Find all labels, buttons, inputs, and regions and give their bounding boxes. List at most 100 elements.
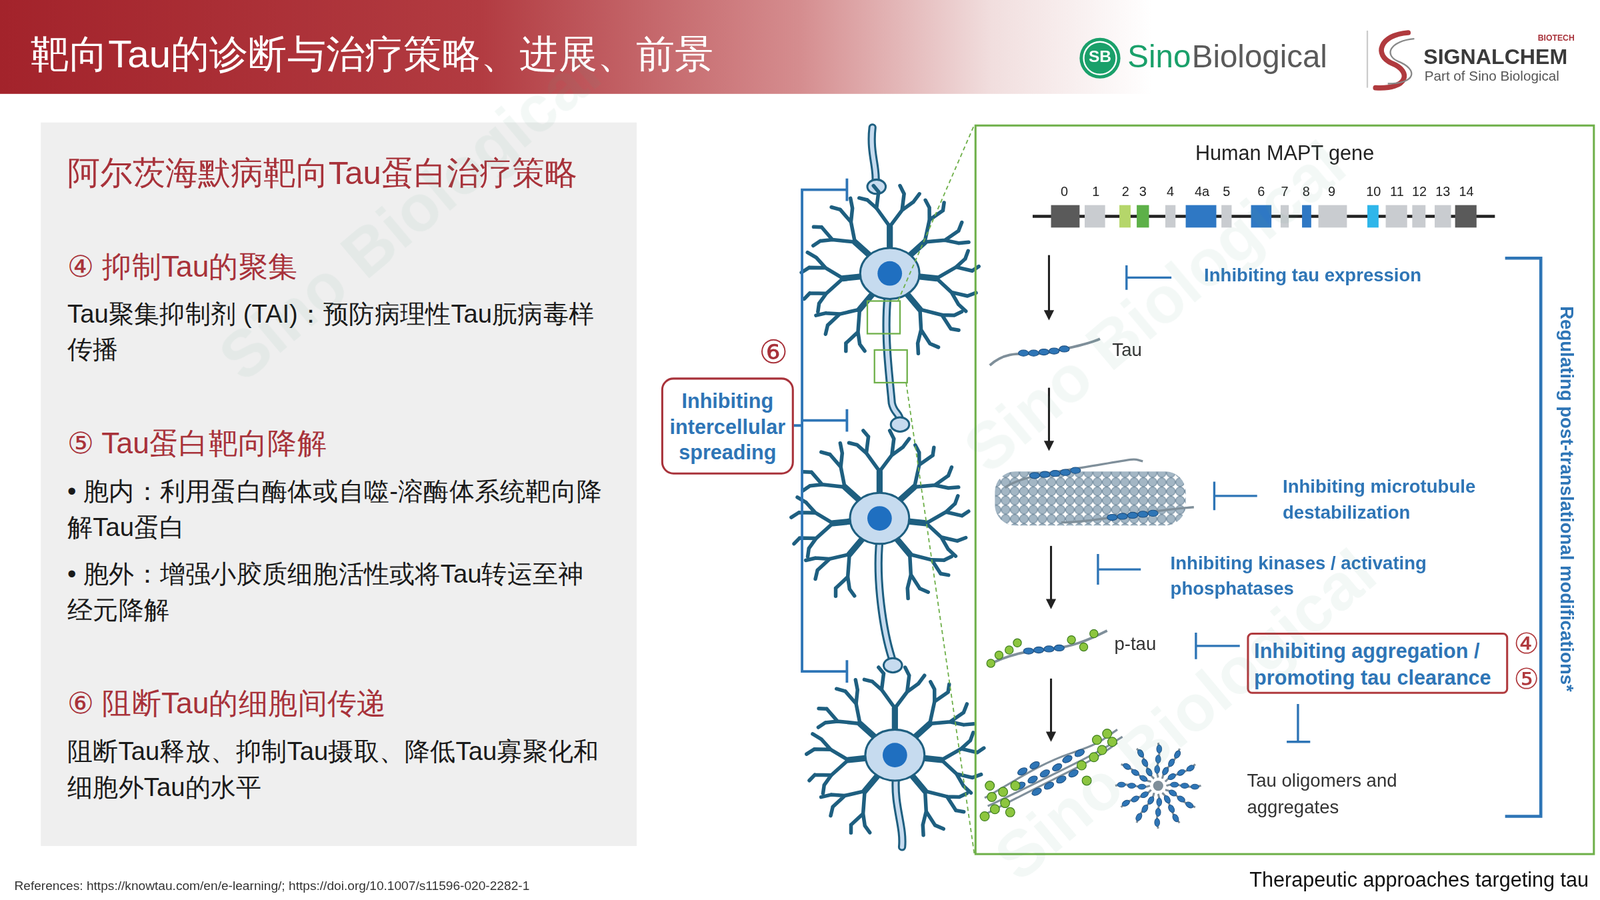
watermark: Sino Biological xyxy=(948,125,1361,489)
tau-bead xyxy=(1107,514,1118,520)
logo-separator xyxy=(1366,30,1368,88)
axon-terminal xyxy=(890,417,910,432)
zoom-line xyxy=(906,382,975,856)
zoom-line xyxy=(898,124,975,302)
logo-ring xyxy=(1084,42,1117,75)
species-label: Tau oligomers and aggregates xyxy=(1246,767,1400,821)
inhibition-label: Inhibiting microtubule destabilization xyxy=(1282,474,1528,526)
tau-strand xyxy=(1061,507,1194,523)
tau-bead xyxy=(1148,510,1158,516)
tau-bead xyxy=(1050,470,1060,477)
logo-subtitle: Part of Sino Biological xyxy=(1424,68,1560,86)
tau-bead xyxy=(1034,646,1044,653)
exon xyxy=(1386,205,1408,228)
reference-note: References: https://knowtau.com/en/e-lea… xyxy=(14,878,530,894)
species-label: p-tau xyxy=(1114,634,1156,656)
section-heading: ⑥ 阻断Tau的细胞间传递 xyxy=(67,686,387,722)
logo-text: Sino xyxy=(1127,38,1191,76)
exon-number: 4 xyxy=(1166,184,1174,200)
bracket-label: Regulating post-translational modificati… xyxy=(1555,306,1578,692)
figure-caption: Therapeutic approaches targeting tau xyxy=(1249,867,1589,892)
axon xyxy=(878,540,892,658)
logo-mark: SB xyxy=(1088,46,1112,66)
tau-bead xyxy=(1117,513,1128,520)
exon xyxy=(1367,205,1379,228)
exon-number: 1 xyxy=(1092,184,1100,200)
exon xyxy=(1165,205,1176,228)
tau-bead xyxy=(1018,350,1029,356)
logo-text: SIGNALCHEM xyxy=(1423,44,1568,70)
inhibition-bracket xyxy=(794,190,848,672)
exon xyxy=(1051,205,1080,228)
axon-terminal xyxy=(884,658,903,672)
callout-number: ④ xyxy=(1514,626,1540,661)
axon xyxy=(886,296,900,421)
tau-bead xyxy=(1040,471,1050,478)
phosphate xyxy=(1090,629,1098,638)
axon xyxy=(895,777,902,847)
callout-number: ⑥ xyxy=(758,332,788,372)
axon xyxy=(895,777,902,847)
signalchem-swoosh xyxy=(1388,38,1415,84)
exon xyxy=(1455,205,1477,228)
logo-text: Biological xyxy=(1192,38,1328,76)
phosphate xyxy=(1005,646,1014,654)
tau-bead xyxy=(1070,467,1081,474)
tau-bead xyxy=(1044,646,1054,652)
callout-box: Inhibiting intercellular spreading xyxy=(661,377,794,474)
callout-number: ⑤ xyxy=(1514,662,1540,696)
phosphate xyxy=(994,651,1003,660)
exon-number: 4a xyxy=(1194,184,1210,200)
ptm-bracket xyxy=(1505,258,1542,816)
tau-bead xyxy=(1060,469,1070,476)
logo-tag: BIOTECH xyxy=(1538,34,1575,44)
section-body: 阻断Tau释放、抑制Tau摄取、降低Tau寡聚化和细胞外Tau的水平 xyxy=(67,734,604,806)
neuron xyxy=(789,430,970,606)
inhibition-bar xyxy=(1098,554,1141,585)
exon xyxy=(1434,205,1451,228)
zoom-box xyxy=(874,350,908,383)
exon xyxy=(1084,205,1106,228)
neuron xyxy=(799,186,980,361)
neuron xyxy=(804,667,986,842)
tau-bead xyxy=(1127,512,1138,518)
exon-number: 14 xyxy=(1458,184,1474,200)
bullet-text: • 胞外：增强小胶质细胞活性或将Tau转运至神经元降解 xyxy=(67,556,604,628)
phosphate xyxy=(1079,642,1088,651)
phosphate xyxy=(986,659,995,668)
axon xyxy=(872,127,876,184)
zoom-box xyxy=(867,301,900,334)
phosphate xyxy=(1013,638,1022,647)
tau-strand xyxy=(988,630,1108,666)
tau-bead xyxy=(1054,644,1064,651)
section-heading: ④ 抑制Tau的聚集 xyxy=(67,248,298,284)
section-heading: ⑤ Tau蛋白靶向降解 xyxy=(67,425,327,461)
process-arrow xyxy=(1050,678,1052,740)
inhibition-bar xyxy=(1214,481,1257,510)
axon xyxy=(886,296,900,421)
tau-bead xyxy=(1138,511,1148,518)
exon xyxy=(1136,205,1149,228)
tau-bead xyxy=(1023,648,1034,654)
process-arrow xyxy=(1048,255,1050,319)
exon-number: 2 xyxy=(1122,184,1130,200)
inhibition-bar xyxy=(845,178,848,683)
axon xyxy=(878,540,892,658)
exon-number: 0 xyxy=(1060,184,1068,200)
exon-number: 11 xyxy=(1390,184,1404,200)
logo-circle xyxy=(1079,38,1120,79)
slide-title: 靶向Tau的诊断与治疗策略、进展、前景 xyxy=(30,31,714,78)
exon xyxy=(1119,205,1131,228)
exon-number: 3 xyxy=(1139,184,1147,200)
inhibition-bar xyxy=(1286,704,1310,742)
phosphate xyxy=(1067,636,1076,644)
process-arrow xyxy=(1050,546,1052,608)
exon-number: 10 xyxy=(1366,184,1381,200)
exon-number: 12 xyxy=(1412,184,1427,200)
tau-bead xyxy=(1029,472,1040,479)
bullet-text: • 胞内：利用蛋白酶体或自噬-溶酶体系统靶向降解Tau蛋白 xyxy=(67,473,604,545)
exon-number: 13 xyxy=(1435,184,1450,200)
exon xyxy=(1412,205,1426,228)
axon xyxy=(872,127,876,184)
